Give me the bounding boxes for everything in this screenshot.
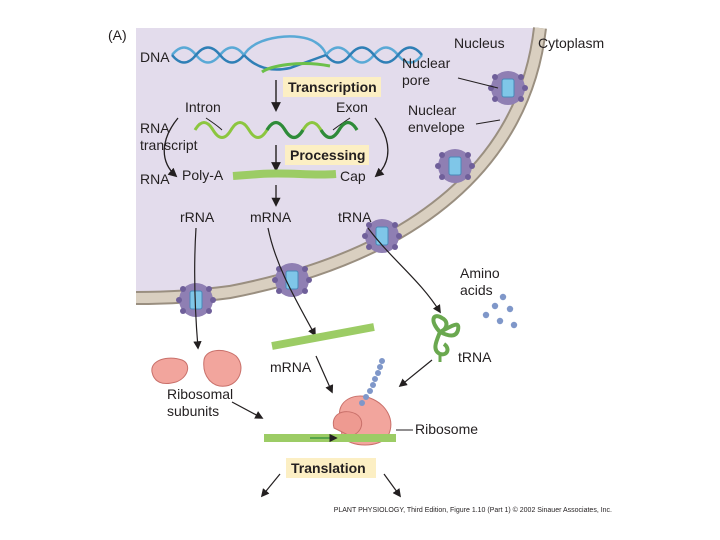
nucleus-label: Nucleus bbox=[454, 35, 505, 51]
exon-join-arrow bbox=[374, 117, 389, 178]
exon-pointer bbox=[332, 117, 351, 131]
mrna-cytoplasm-strand bbox=[271, 323, 375, 350]
ribosomal-subunits-label-line: Ribosomal bbox=[167, 386, 233, 402]
mrna-export-arrow bbox=[267, 227, 316, 337]
poly-a-label: Poly-A bbox=[182, 167, 224, 183]
processing-box bbox=[285, 145, 369, 165]
ribosomal-subunit-icon bbox=[151, 350, 242, 387]
intron-pointer bbox=[205, 117, 223, 131]
rna-exon-segment bbox=[319, 120, 359, 140]
rna-transcript-label: RNA transcript bbox=[140, 120, 198, 153]
rna-exon-segment bbox=[265, 120, 305, 140]
translation-box bbox=[286, 458, 376, 478]
rrna-label: rRNA bbox=[180, 209, 215, 225]
transcription-box bbox=[283, 77, 381, 97]
ribosomal-subunits-label: Ribosomal subunits bbox=[167, 386, 237, 419]
amino-acid-dots bbox=[482, 293, 518, 329]
processing-label: Processing bbox=[290, 147, 365, 163]
trna-export-arrow bbox=[367, 227, 441, 314]
nuclear-pore-label: Nuclear pore bbox=[402, 55, 454, 88]
panel-label: (A) bbox=[108, 27, 127, 43]
mature-rna-strand bbox=[232, 169, 337, 180]
figure-credit: PLANT PHYSIOLOGY, Third Edition, Figure … bbox=[334, 506, 612, 514]
cytoplasm-label: Cytoplasm bbox=[538, 35, 604, 51]
ribosome-label: Ribosome bbox=[415, 421, 478, 437]
nuclear-pore-label-line: Nuclear bbox=[402, 55, 451, 71]
rna-transcript-label-line: transcript bbox=[140, 137, 198, 153]
amino-acids-label-line: Amino bbox=[460, 265, 500, 281]
transcription-label: Transcription bbox=[288, 79, 377, 95]
ribosomal-subunits-label-line: subunits bbox=[167, 403, 219, 419]
trna-to-ribosome-arrow bbox=[398, 359, 433, 388]
nuclear-envelope-label-line: envelope bbox=[408, 119, 465, 135]
dna-label: DNA bbox=[140, 49, 170, 65]
nuclear-pore-icon bbox=[487, 70, 529, 106]
nuclear-pore-icon bbox=[434, 148, 476, 184]
translation-label: Translation bbox=[291, 460, 366, 476]
dna-helix bbox=[171, 35, 423, 74]
translation-output-arrow-left bbox=[260, 473, 281, 498]
nuclear-envelope-label-line: Nuclear bbox=[408, 102, 457, 118]
rrna-export-arrow bbox=[193, 227, 202, 350]
translation-output-arrow-right bbox=[383, 473, 401, 498]
nuclear-envelope-pointer bbox=[475, 119, 501, 125]
nuclear-pore-pointer bbox=[457, 77, 499, 89]
nuclear-envelope-label: Nuclear envelope bbox=[408, 102, 465, 135]
rna-label: RNA bbox=[140, 171, 170, 187]
trna-nucleus-label: tRNA bbox=[338, 209, 372, 225]
rna-transcript-label-line: RNA bbox=[140, 120, 170, 136]
nuclear-pore-label-line: pore bbox=[402, 72, 430, 88]
amino-acids-label: Amino acids bbox=[460, 265, 504, 298]
mrna-to-ribosome-arrow bbox=[315, 355, 334, 394]
intron-label: Intron bbox=[185, 99, 221, 115]
ribosome-icon bbox=[332, 395, 392, 446]
mrna-nucleus-label: mRNA bbox=[250, 209, 292, 225]
intron-removal-arrow bbox=[163, 117, 179, 178]
amino-acids-label-line: acids bbox=[460, 282, 493, 298]
trna-molecule-icon bbox=[431, 314, 461, 362]
cap-label: Cap bbox=[340, 168, 366, 184]
trna-cytoplasm-label: tRNA bbox=[458, 349, 492, 365]
mrna-cytoplasm-label: mRNA bbox=[270, 359, 312, 375]
subunits-to-ribosome-arrow bbox=[231, 401, 264, 419]
polypeptide-chain bbox=[359, 358, 385, 406]
exon-label: Exon bbox=[336, 99, 368, 115]
